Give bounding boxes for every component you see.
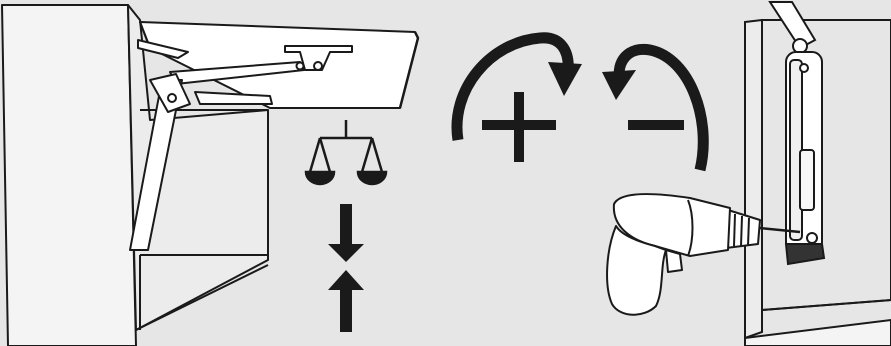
cabinet-floor-line	[135, 264, 269, 331]
lift-arm-mechanism	[129, 39, 305, 251]
cabinet-side-panel	[1, 4, 137, 346]
cabinet-bottom-shelf-edge	[140, 110, 269, 256]
minus-symbol: −	[628, 120, 684, 130]
cabinet-with-lift-mechanism	[1, 4, 420, 346]
counterclockwise-arrow-icon	[602, 43, 709, 172]
power-drill-icon	[606, 193, 801, 316]
arrow-down-icon	[328, 204, 364, 262]
clockwise-arrow-icon	[451, 32, 582, 141]
flap-hinge-bracket	[284, 45, 353, 71]
plus-symbol: +	[482, 92, 556, 162]
arrow-up-icon	[328, 270, 364, 332]
lift-mechanism-side-unit	[768, 1, 826, 266]
balance-scale-icon	[304, 120, 388, 186]
